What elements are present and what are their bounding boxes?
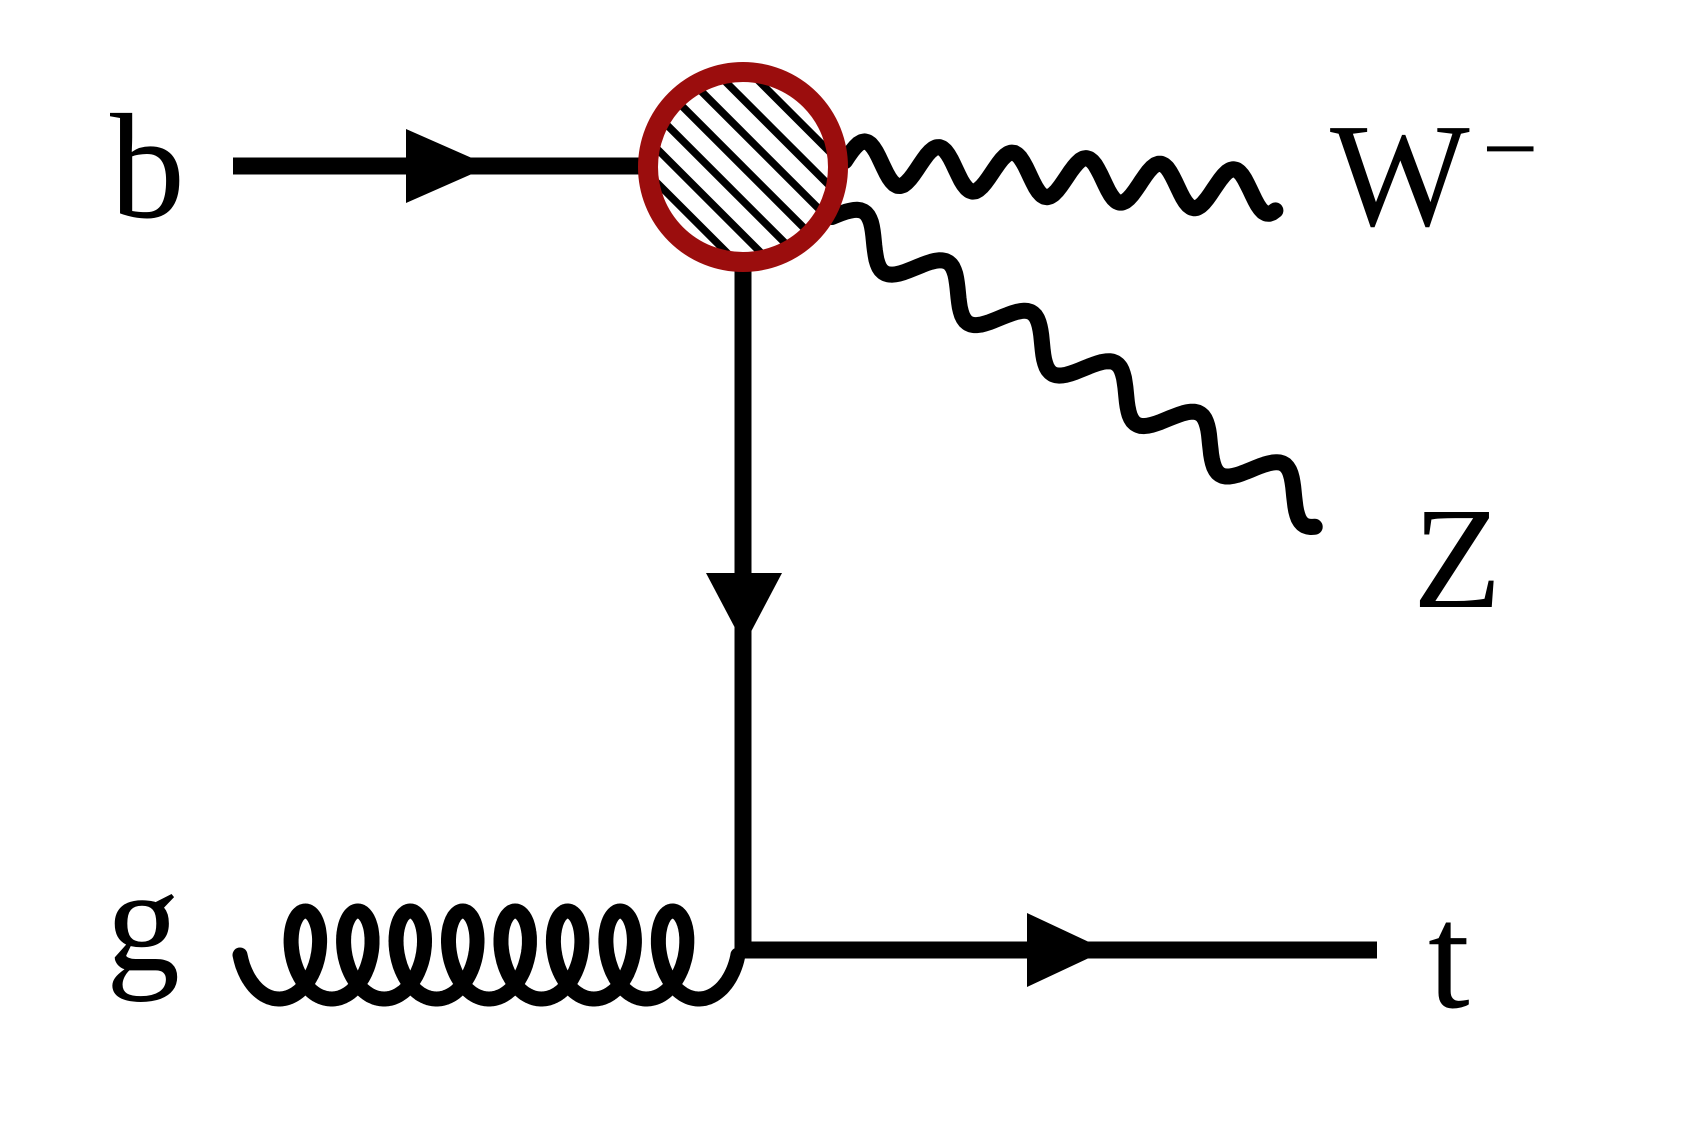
propagator-lines: [232, 133, 1377, 1007]
hatch-line: [656, 131, 779, 254]
z-boson-line: [824, 201, 1323, 535]
hatch-line: [724, 80, 830, 186]
effective-vertex: [638, 62, 848, 272]
vertex-ring: [638, 62, 848, 272]
hatch-line: [673, 97, 813, 237]
hatch-line: [690, 80, 830, 220]
vertex-hatching: [656, 80, 830, 254]
label-top-quark: t: [1428, 874, 1470, 1040]
w-boson-line: [837, 133, 1284, 222]
hatch-line: [656, 148, 762, 254]
hatch-line: [707, 80, 830, 203]
direction-arrows: [406, 129, 1106, 987]
label-z-boson: Z: [1413, 479, 1502, 639]
label-b-quark: b: [110, 84, 185, 250]
particle-labels: b g t Z W −: [106, 84, 1538, 1040]
label-w-boson: W: [1330, 94, 1470, 258]
label-w-charge-superscript: −: [1482, 93, 1538, 204]
top-quark-arrow-icon: [1027, 913, 1106, 987]
b-quark-arrow-icon: [406, 129, 490, 203]
internal-quark-arrow-icon: [706, 573, 782, 645]
hatch-line: [656, 114, 796, 254]
gluon-line: [232, 903, 746, 1007]
label-gluon: g: [106, 839, 180, 1003]
